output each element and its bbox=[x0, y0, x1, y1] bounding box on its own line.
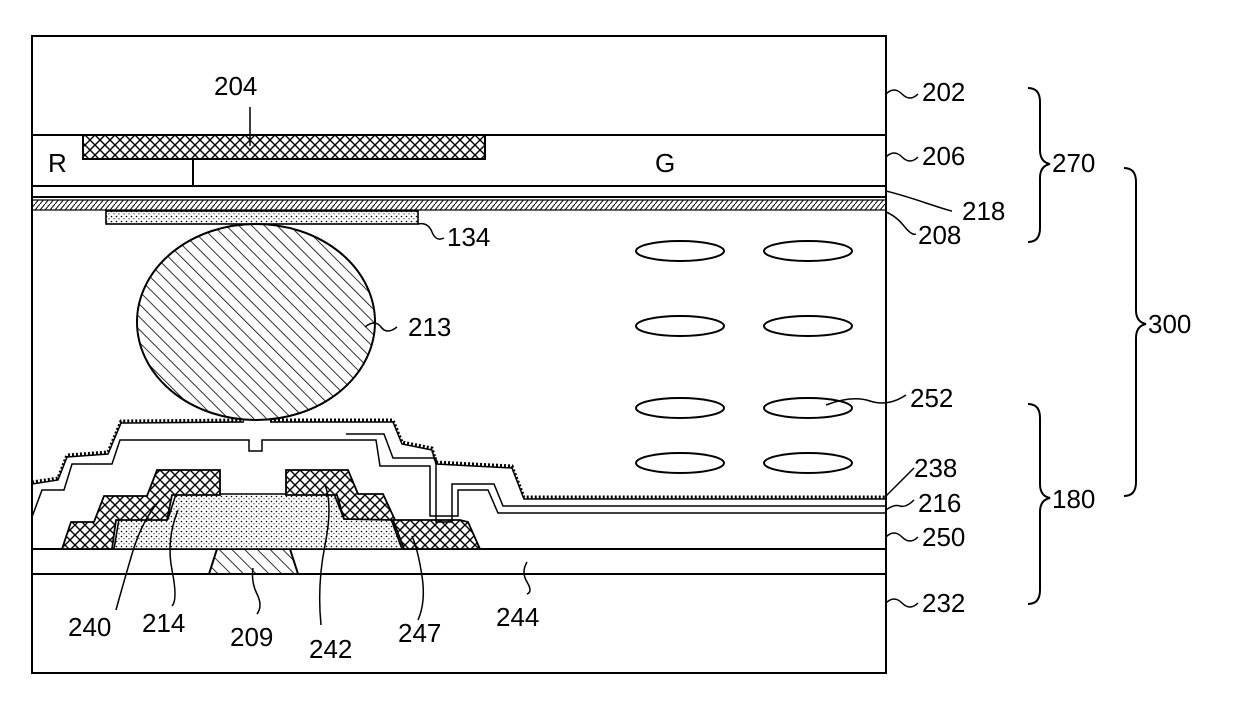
substrate-top-label: 202 bbox=[922, 77, 965, 107]
gate-line-label: 244 bbox=[496, 602, 539, 632]
lc-molecule bbox=[636, 453, 724, 473]
gate-electrode-label: 209 bbox=[230, 622, 273, 652]
brace-180 bbox=[1028, 404, 1050, 604]
passivation-label: 216 bbox=[918, 488, 961, 518]
green-filter-label: G bbox=[655, 148, 675, 178]
drain-label: 242 bbox=[309, 634, 352, 664]
spacer-pad-label: 134 bbox=[447, 222, 490, 252]
brace-270 bbox=[1028, 88, 1050, 242]
group-300-label: 300 bbox=[1148, 309, 1191, 339]
lower-alignment-label: 238 bbox=[914, 453, 957, 483]
black-matrix-label: 204 bbox=[214, 71, 257, 101]
liquid-crystal-label: 252 bbox=[910, 383, 953, 413]
gate-insulator-label: 250 bbox=[922, 522, 965, 552]
substrate-bottom-label: 232 bbox=[922, 588, 965, 618]
lc-molecule bbox=[636, 316, 724, 336]
red-filter-label: R bbox=[48, 148, 67, 178]
brace-300 bbox=[1124, 168, 1146, 496]
black-matrix bbox=[83, 135, 485, 159]
upper-alignment-label: 208 bbox=[918, 220, 961, 250]
gate-electrode bbox=[209, 549, 298, 574]
group-270-label: 270 bbox=[1052, 148, 1095, 178]
upper-alignment-layer bbox=[32, 200, 886, 210]
source-label: 240 bbox=[68, 612, 111, 642]
color-filter-label: 206 bbox=[922, 141, 965, 171]
spacer-label: 213 bbox=[408, 312, 451, 342]
active-label: 214 bbox=[142, 608, 185, 638]
group-180-label: 180 bbox=[1052, 484, 1095, 514]
lc-molecule bbox=[636, 241, 724, 261]
overcoat-label: 218 bbox=[962, 196, 1005, 226]
spacer-pad bbox=[106, 211, 418, 224]
liquid-crystal-molecules bbox=[636, 241, 852, 473]
pixel-electrode-label: 247 bbox=[398, 618, 441, 648]
lc-molecule bbox=[764, 453, 852, 473]
spacer bbox=[137, 224, 375, 420]
lc-molecule bbox=[764, 316, 852, 336]
lc-molecule bbox=[636, 398, 724, 418]
lc-molecule bbox=[764, 241, 852, 261]
